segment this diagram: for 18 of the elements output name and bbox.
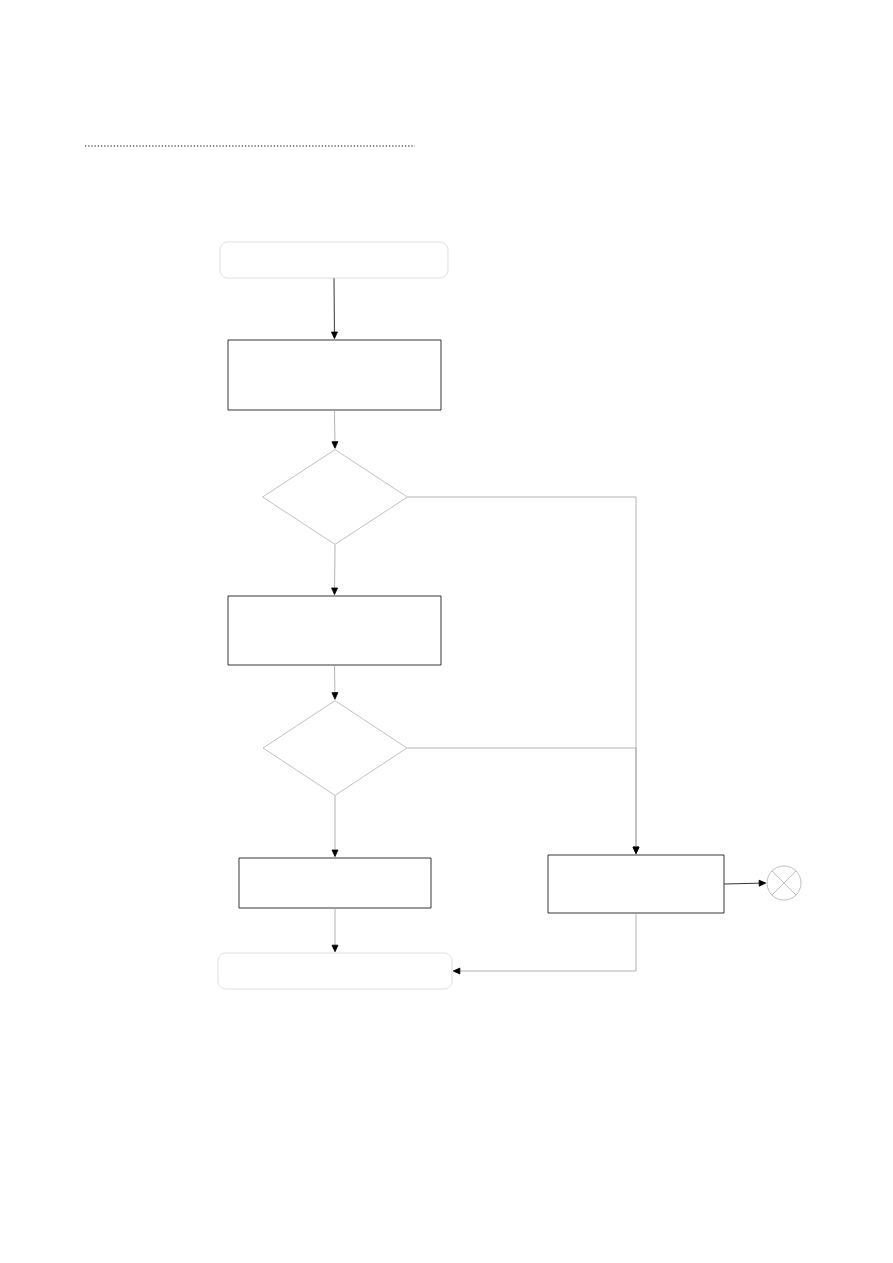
arrow xyxy=(331,277,338,339)
arrow xyxy=(724,879,767,887)
arrow xyxy=(452,913,637,975)
crossed-circle xyxy=(766,865,802,901)
arrow xyxy=(331,410,339,449)
process-box xyxy=(547,854,725,914)
arrow xyxy=(406,747,640,854)
arrow xyxy=(331,795,339,857)
terminal-box xyxy=(219,241,449,279)
terminal-box xyxy=(217,952,453,990)
process-box xyxy=(238,857,432,909)
arrow xyxy=(331,665,339,700)
process-box xyxy=(227,339,442,411)
arrow xyxy=(331,908,339,953)
decision-diamond xyxy=(262,449,408,545)
decision-diamond xyxy=(262,700,408,796)
arrow xyxy=(331,544,338,595)
process-box xyxy=(227,595,442,666)
